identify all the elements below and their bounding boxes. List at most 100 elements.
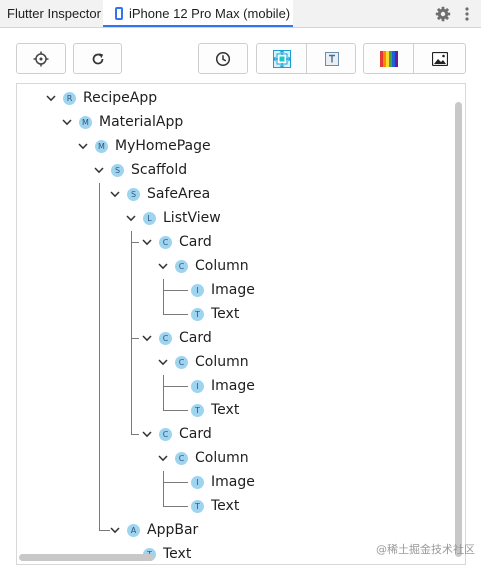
watermark-text: @稀土掘金技术社区 [376, 543, 475, 556]
widget-type-badge-icon: T [191, 307, 204, 321]
tree-node[interactable]: S SafeArea [107, 182, 210, 206]
tree-node-label: MyHomePage [115, 138, 211, 154]
widget-type-badge-icon: I [191, 283, 204, 297]
widget-type-badge-icon: I [191, 475, 204, 489]
chevron-down-icon[interactable] [155, 450, 171, 466]
refresh-icon [92, 52, 103, 64]
tree-node[interactable]: L ListView [123, 206, 221, 230]
tree-node[interactable]: C Column [155, 446, 249, 470]
widget-type-badge-icon: A [127, 523, 140, 537]
tree-node[interactable]: I Image [171, 470, 255, 494]
widget-type-badge-icon: L [143, 211, 156, 225]
widget-type-badge-icon: C [159, 331, 172, 345]
debug-paint-button-group [256, 43, 356, 74]
tree-node[interactable]: S Scaffold [91, 158, 187, 182]
widget-type-badge-icon: C [159, 427, 172, 441]
widget-type-badge-icon: I [191, 379, 204, 393]
tree-node[interactable]: C Card [139, 230, 212, 254]
tool-window-tab-strip: Flutter Inspector iPhone 12 Pro Max (mob… [0, 0, 481, 28]
tree-node-label: MaterialApp [99, 114, 184, 130]
refresh-tree-button[interactable] [73, 43, 122, 74]
toolbar-group-divider [306, 44, 307, 73]
tree-node[interactable]: T Text [171, 494, 239, 518]
tree-node-label: Image [211, 282, 255, 298]
tree-node[interactable]: C Card [139, 326, 212, 350]
tree-node-label: Image [211, 474, 255, 490]
tree-node-label: SafeArea [147, 186, 211, 202]
chevron-down-icon[interactable] [75, 138, 91, 154]
chevron-down-icon[interactable] [91, 162, 107, 178]
widget-type-badge-icon: C [159, 235, 172, 249]
chevron-down-icon[interactable] [123, 210, 139, 226]
gear-icon[interactable] [434, 5, 452, 23]
more-vert-icon[interactable] [460, 5, 474, 23]
chevron-down-icon[interactable] [59, 114, 75, 130]
tree-node-label: Card [179, 330, 212, 346]
tree-node[interactable]: A AppBar [107, 518, 198, 542]
tree-node-label: Column [195, 450, 249, 466]
chevron-down-icon[interactable] [155, 354, 171, 370]
widget-type-badge-icon: M [79, 115, 92, 129]
chevron-down-icon[interactable] [155, 258, 171, 274]
tree-node-label: AppBar [147, 522, 199, 538]
debug-paint-button[interactable] [257, 44, 306, 73]
tree-connector-lines [99, 183, 188, 531]
oversized-images-button[interactable] [414, 44, 466, 73]
tree-node-label: ListView [163, 210, 221, 226]
tree-node[interactable]: R RecipeApp [43, 86, 157, 110]
repaint-rainbow-button[interactable] [364, 44, 413, 73]
tree-node[interactable]: T Text [171, 398, 239, 422]
widget-type-badge-icon: T [191, 499, 204, 513]
debug-paint-icon [272, 49, 291, 68]
widget-type-badge-icon: C [175, 355, 188, 369]
phone-icon [115, 7, 123, 20]
chevron-down-icon[interactable] [139, 426, 155, 442]
horizontal-scrollbar[interactable] [19, 554, 154, 561]
widget-type-badge-icon: T [191, 403, 204, 417]
chevron-down-icon[interactable] [107, 522, 123, 538]
chevron-down-icon[interactable] [139, 234, 155, 250]
tree-node[interactable]: C Card [139, 422, 212, 446]
widget-type-badge-icon: M [95, 139, 108, 153]
tree-node-label: Text [211, 498, 240, 514]
widget-type-badge-icon: C [175, 451, 188, 465]
tree-node-label: RecipeApp [83, 90, 158, 106]
tree-node-label: Column [195, 354, 249, 370]
tree-node-label: Text [163, 546, 192, 562]
paint-baselines-button[interactable] [307, 44, 356, 73]
chevron-down-icon[interactable] [43, 90, 59, 106]
widget-type-badge-icon: S [127, 187, 140, 201]
widget-type-badge-icon: S [111, 163, 124, 177]
select-widget-mode-button[interactable] [16, 43, 66, 74]
tree-node[interactable]: I Image [171, 278, 255, 302]
tree-node-label: Card [179, 426, 212, 442]
tab-device-iphone[interactable]: iPhone 12 Pro Max (mobile) [103, 0, 293, 27]
widget-type-badge-icon: C [175, 259, 188, 273]
target-icon [33, 51, 49, 66]
repaint-rainbow-icon [379, 50, 398, 67]
tree-node[interactable]: M MaterialApp [59, 110, 183, 134]
tree-node-label: Text [211, 402, 240, 418]
tree-node[interactable]: C Column [155, 350, 249, 374]
slow-animations-button[interactable] [198, 43, 248, 74]
tree-node[interactable]: C Column [155, 254, 249, 278]
performance-button-group [363, 43, 466, 74]
slow-animations-clock-icon [215, 51, 231, 66]
tree-node-label: Card [179, 234, 212, 250]
chevron-down-icon[interactable] [139, 330, 155, 346]
chevron-down-icon[interactable] [107, 186, 123, 202]
widget-type-badge-icon: R [63, 91, 76, 105]
vertical-scrollbar[interactable] [455, 102, 462, 557]
tree-node-label: Scaffold [131, 162, 188, 178]
tree-node-label: Image [211, 378, 255, 394]
tree-node[interactable]: M MyHomePage [75, 134, 211, 158]
tree-node-label: Column [195, 258, 249, 274]
oversized-images-icon [432, 51, 448, 66]
tree-node[interactable]: I Image [171, 374, 255, 398]
tab-flutter-inspector[interactable]: Flutter Inspector [7, 6, 101, 21]
tab-device-label: iPhone 12 Pro Max (mobile) [129, 6, 291, 21]
toolbar-group-divider [413, 44, 414, 73]
paint-baselines-icon [324, 51, 339, 66]
